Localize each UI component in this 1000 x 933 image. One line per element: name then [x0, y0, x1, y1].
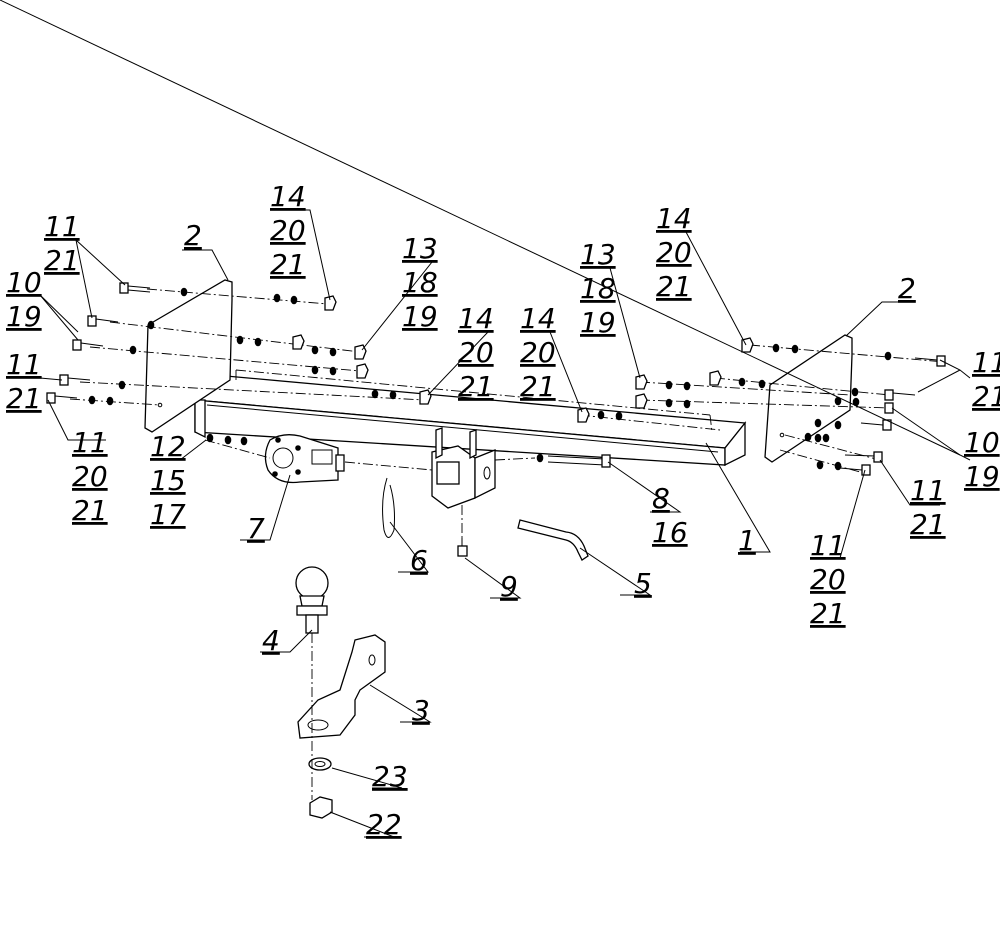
callout-11-top-left-line1: 11	[44, 210, 80, 243]
callout-13-right-line1: 13	[580, 238, 616, 271]
callout-11-bot-left-line1: 11	[72, 426, 108, 459]
callout-13-right-line2: 18	[580, 272, 616, 305]
callout-10-right-line2: 19	[964, 460, 1000, 493]
callout-14-mid-right-line2: 20	[520, 336, 556, 369]
callout-11-mid-right-line2: 21	[910, 508, 946, 541]
callout-13-left-line3: 19	[402, 300, 438, 333]
callout-14-mid-left-line3: 21	[458, 370, 494, 403]
callout-12-line2: 15	[150, 464, 186, 497]
callout-14-top-right-line2: 20	[656, 236, 692, 269]
callout-11-bot-left-line2: 20	[72, 460, 108, 493]
callout-14-top-left-line2: 20	[270, 214, 306, 247]
tow-ball-part-4	[295, 566, 329, 634]
callout-11-bot-right-line1: 11	[810, 529, 846, 562]
callout-13-left-line1: 13	[402, 232, 438, 265]
callout-14-top-left-line1: 14	[270, 180, 306, 213]
receiver-housing	[431, 427, 496, 509]
callout-13-left-line2: 18	[402, 266, 438, 299]
callout-11-bot-right-line2: 20	[810, 563, 846, 596]
callout-12-line3: 17	[150, 498, 186, 531]
fasteners	[46, 282, 946, 476]
callout-14-top-right-line1: 14	[656, 202, 692, 235]
callout-14-mid-right-line3: 21	[520, 370, 556, 403]
callout-11-top-left-line2: 21	[44, 244, 80, 277]
callout-8-line2: 16	[652, 516, 688, 549]
callout-14-mid-right-line1: 14	[520, 302, 556, 335]
bolt-part-8	[536, 453, 611, 468]
callout-2-left: 2	[184, 219, 202, 252]
callout-12-line1: 12	[150, 430, 186, 463]
callout-14-top-left-line3: 21	[270, 248, 306, 281]
callout-3: 3	[412, 694, 430, 727]
callout-7: 7	[247, 512, 265, 545]
callout-1: 1	[738, 524, 756, 557]
clip-part-6	[382, 477, 395, 538]
washer-part-23	[308, 757, 332, 771]
leader-lines	[0, 0, 971, 838]
callout-11-top-right-line2: 21	[972, 380, 1000, 413]
pin-part-5	[517, 519, 589, 561]
nut-part-22	[309, 796, 333, 819]
callout-9: 9	[500, 570, 518, 603]
callout-10-left-line2: 19	[6, 300, 42, 333]
callout-14-mid-left-line2: 20	[458, 336, 494, 369]
screw-part-9	[457, 538, 468, 557]
callout-4: 4	[262, 624, 280, 657]
callout-6: 6	[410, 544, 428, 577]
callout-8-line1: 8	[652, 482, 670, 515]
callout-23: 23	[372, 760, 408, 793]
callout-11-mid-left-line2: 21	[6, 382, 42, 415]
callout-2-right: 2	[898, 272, 916, 305]
callout-13-right-line3: 19	[580, 306, 616, 339]
callout-11-mid-left-line1: 11	[6, 348, 42, 381]
callout-10-left-line1: 10	[6, 266, 42, 299]
callout-labels: 1 2 2 3 4 5 6 7 8 16 9 10 19 10 19 11 21…	[6, 180, 1000, 841]
callout-14-top-right-line3: 21	[656, 270, 692, 303]
callout-11-bot-left-line3: 21	[72, 494, 108, 527]
callout-22: 22	[366, 808, 402, 841]
callout-11-top-right-line1: 11	[972, 346, 1000, 379]
ball-mount-part-3	[297, 634, 386, 739]
callout-10-right-line1: 10	[964, 426, 1000, 459]
callout-14-mid-left-line1: 14	[458, 302, 494, 335]
socket-bracket-part-7	[264, 434, 345, 484]
callout-11-bot-right-line3: 21	[810, 597, 846, 630]
callout-11-mid-right-line1: 11	[910, 474, 946, 507]
callout-5: 5	[634, 567, 652, 600]
